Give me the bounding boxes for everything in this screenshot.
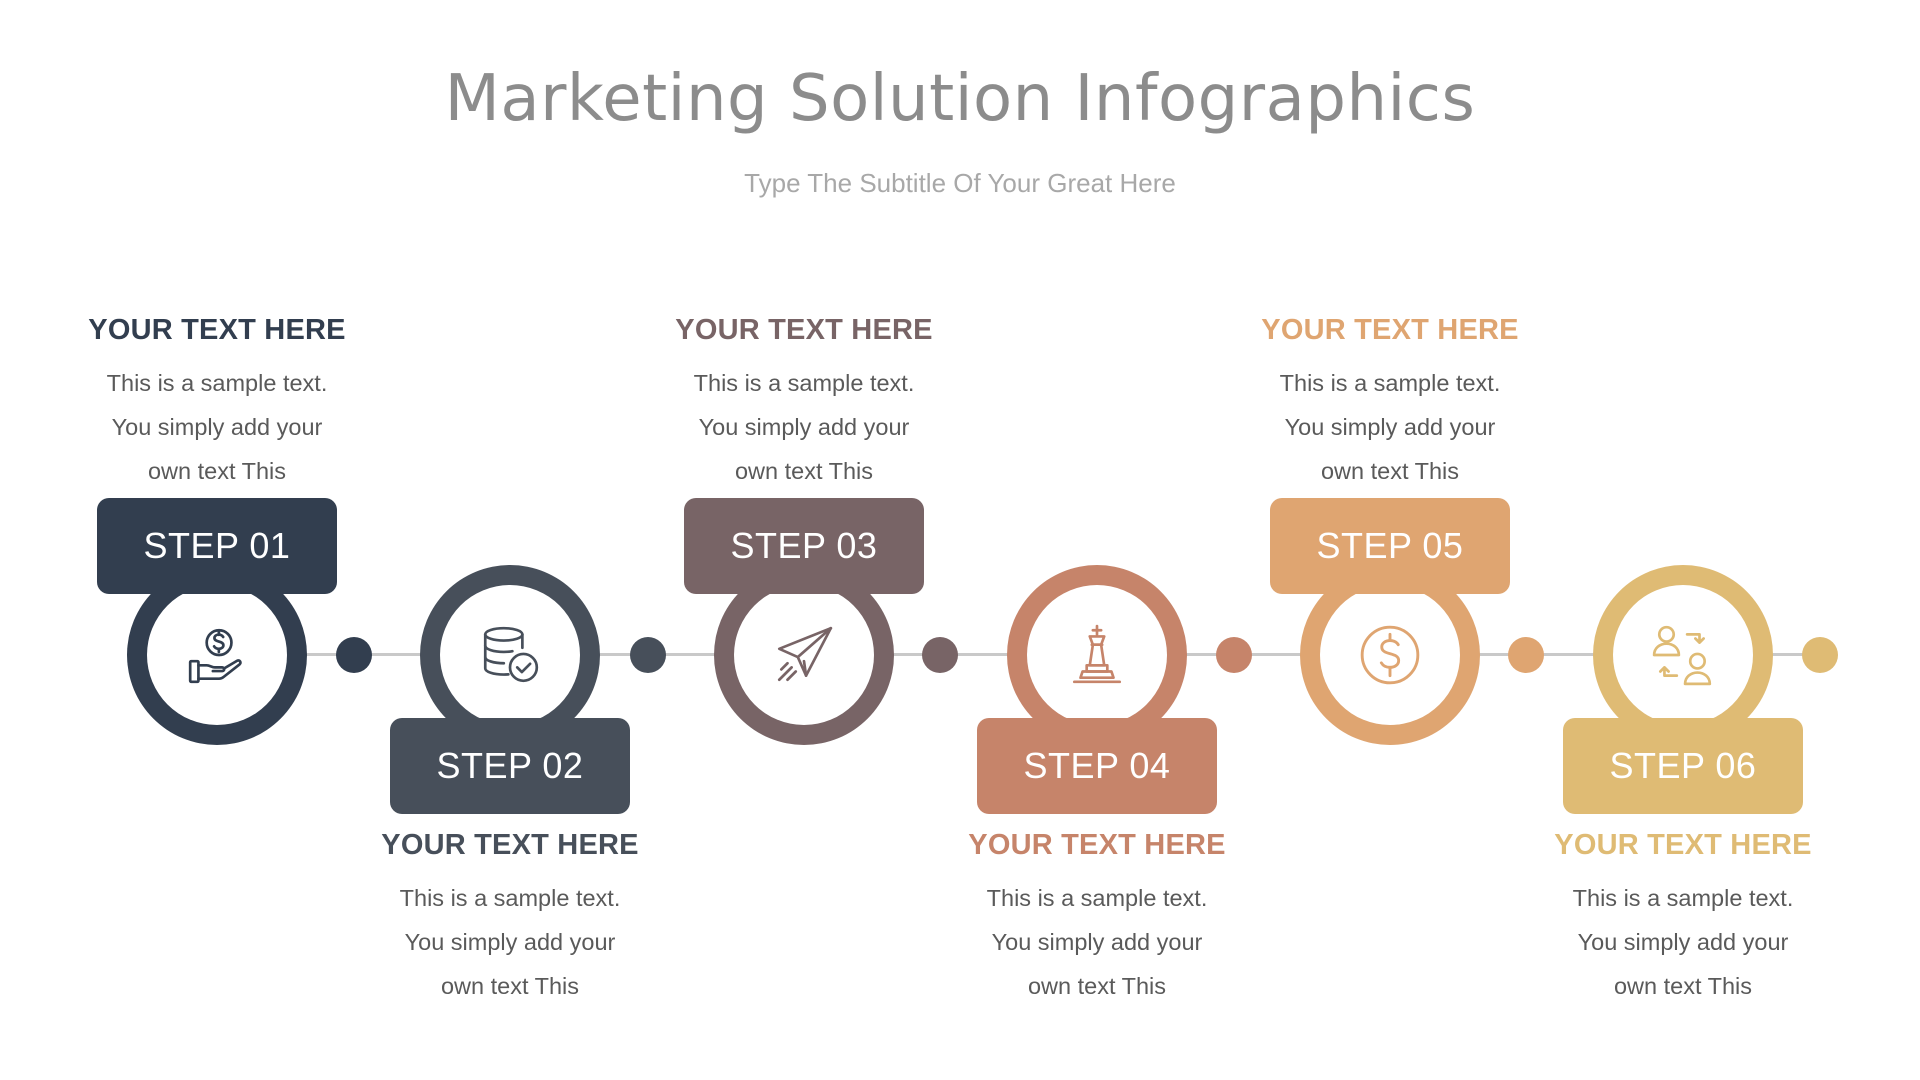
- step-5-tab: STEP 05: [1270, 498, 1510, 594]
- page-title: Marketing Solution Infographics: [444, 62, 1476, 136]
- step-3-heading: YOUR TEXT HERE: [675, 314, 933, 346]
- step-6-heading: YOUR TEXT HERE: [1554, 829, 1812, 861]
- step-3-line-1: This is a sample text.: [693, 370, 915, 396]
- step-4-tab: STEP 04: [977, 718, 1217, 814]
- step-4-line-3: own text This: [1027, 973, 1167, 999]
- chess-king-icon: [1072, 624, 1122, 684]
- step-4-ring: [1007, 565, 1187, 745]
- step-5-heading: YOUR TEXT HERE: [1261, 314, 1519, 346]
- step-2-ring: [420, 565, 600, 745]
- step-2-line-2: You simply add your: [404, 929, 616, 955]
- step-6-tab: STEP 06: [1563, 718, 1803, 814]
- step-3-line-3: own text This: [734, 458, 874, 484]
- step-1-line-1: This is a sample text.: [106, 370, 328, 396]
- step-6-line-3: own text This: [1613, 973, 1753, 999]
- step-5-text: YOUR TEXT HERE This is a sample text. Yo…: [1240, 314, 1540, 493]
- step-6-text: YOUR TEXT HERE This is a sample text. Yo…: [1533, 829, 1833, 1008]
- timeline-dot-2: [630, 637, 666, 673]
- step-4-heading: YOUR TEXT HERE: [968, 829, 1226, 861]
- step-2-heading: YOUR TEXT HERE: [381, 829, 639, 861]
- step-5-ring: [1300, 565, 1480, 745]
- step-2-line-1: This is a sample text.: [399, 885, 621, 911]
- step-1-tab: STEP 01: [97, 498, 337, 594]
- money-hand-icon: [188, 628, 242, 684]
- step-5-line-1: This is a sample text.: [1279, 370, 1501, 396]
- step-3-text: YOUR TEXT HERE This is a sample text. Yo…: [654, 314, 954, 493]
- step-3-line-2: You simply add your: [698, 414, 910, 440]
- timeline-dot-1: [336, 637, 372, 673]
- step-1-text: YOUR TEXT HERE This is a sample text. Yo…: [67, 314, 367, 493]
- timeline-dot-6: [1802, 637, 1838, 673]
- step-4-line-1: This is a sample text.: [986, 885, 1208, 911]
- step-1-ring: [127, 565, 307, 745]
- step-6-line-1: This is a sample text.: [1572, 885, 1794, 911]
- paper-plane-icon: [777, 626, 833, 682]
- step-3-tab: STEP 03: [684, 498, 924, 594]
- step-4-text: YOUR TEXT HERE This is a sample text. Yo…: [947, 829, 1247, 1008]
- step-5-line-3: own text This: [1320, 458, 1460, 484]
- page-subtitle: Type The Subtitle Of Your Great Here: [744, 168, 1176, 198]
- step-1-heading: YOUR TEXT HERE: [88, 314, 346, 346]
- step-4-line-2: You simply add your: [991, 929, 1203, 955]
- step-2-tab: STEP 02: [390, 718, 630, 814]
- step-6-ring: [1593, 565, 1773, 745]
- step-2-text: YOUR TEXT HERE This is a sample text. Yo…: [360, 829, 660, 1008]
- timeline-dot-3: [922, 637, 958, 673]
- dollar-coin-icon: [1360, 625, 1420, 685]
- timeline-dot-4: [1216, 637, 1252, 673]
- step-2-line-3: own text This: [440, 973, 580, 999]
- step-1-line-3: own text This: [147, 458, 287, 484]
- step-6-line-2: You simply add your: [1577, 929, 1789, 955]
- users-exchange-icon: [1652, 625, 1712, 686]
- timeline-dot-5: [1508, 637, 1544, 673]
- step-5-line-2: You simply add your: [1284, 414, 1496, 440]
- step-1-line-2: You simply add your: [111, 414, 323, 440]
- step-3-ring: [714, 565, 894, 745]
- database-check-icon: [483, 626, 539, 683]
